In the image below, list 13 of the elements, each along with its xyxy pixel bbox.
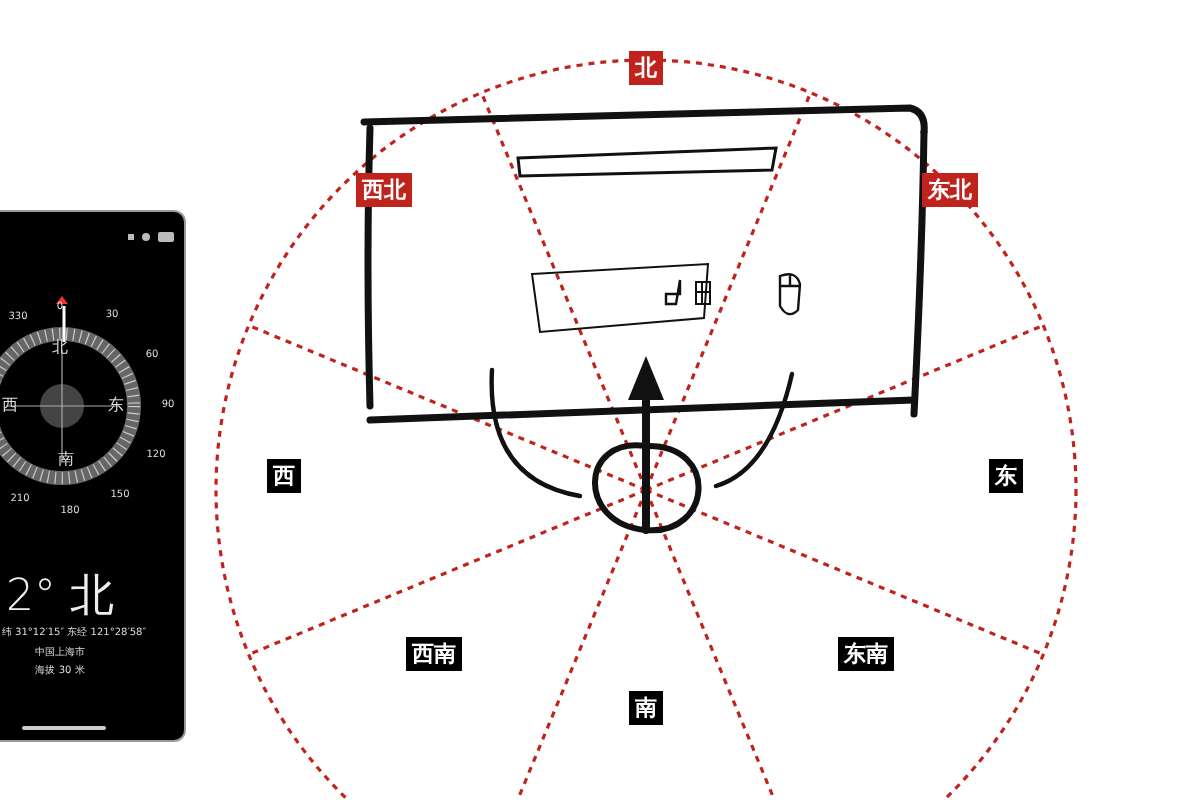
- direction-label: 南: [629, 691, 663, 725]
- direction-label: 东南: [838, 637, 894, 671]
- dial-letter: 东: [108, 398, 124, 414]
- direction-label: 西南: [406, 637, 462, 671]
- direction-label: 东: [989, 459, 1023, 493]
- direction-label: 西: [267, 459, 301, 493]
- dial-letter: 南: [58, 452, 74, 468]
- direction-label: 东北: [922, 173, 978, 207]
- direction-label: 西北: [356, 173, 412, 207]
- dial-letter: 西: [2, 398, 18, 414]
- direction-label: 北: [629, 51, 663, 85]
- dial-letter: 北: [52, 340, 68, 356]
- heading-readout: 2° 北: [6, 576, 114, 620]
